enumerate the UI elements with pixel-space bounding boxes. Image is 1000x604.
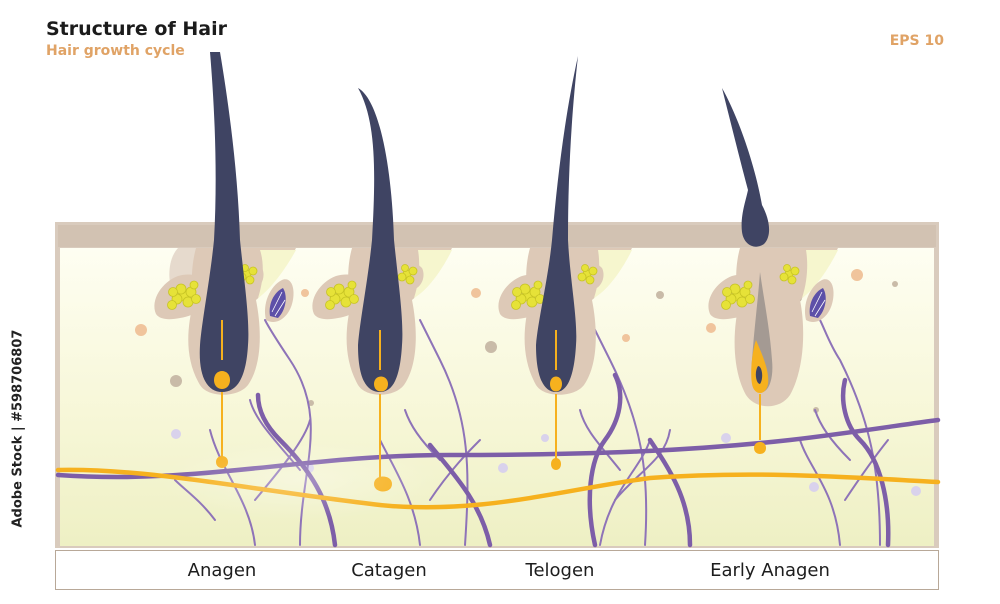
stage-label-catagen: Catagen (351, 560, 427, 581)
epidermis-layer (58, 225, 936, 247)
format-label: EPS 10 (889, 33, 944, 49)
follicle-catagen (312, 88, 452, 492)
follicle-telogen (498, 56, 632, 470)
stage-label-anagen: Anagen (187, 560, 257, 581)
diagram-subtitle: Hair growth cycle (46, 43, 185, 59)
dermis-glow (160, 440, 440, 520)
follicle-anagen (154, 52, 296, 468)
follicle-early-anagen (708, 88, 838, 454)
stage-label-early-anagen: Early Anagen (710, 560, 830, 581)
stage-label-telogen: Telogen (525, 560, 595, 581)
stage-label-bar (55, 550, 939, 590)
diagram-title: Structure of Hair (46, 18, 227, 40)
dermis-dots (135, 269, 921, 496)
